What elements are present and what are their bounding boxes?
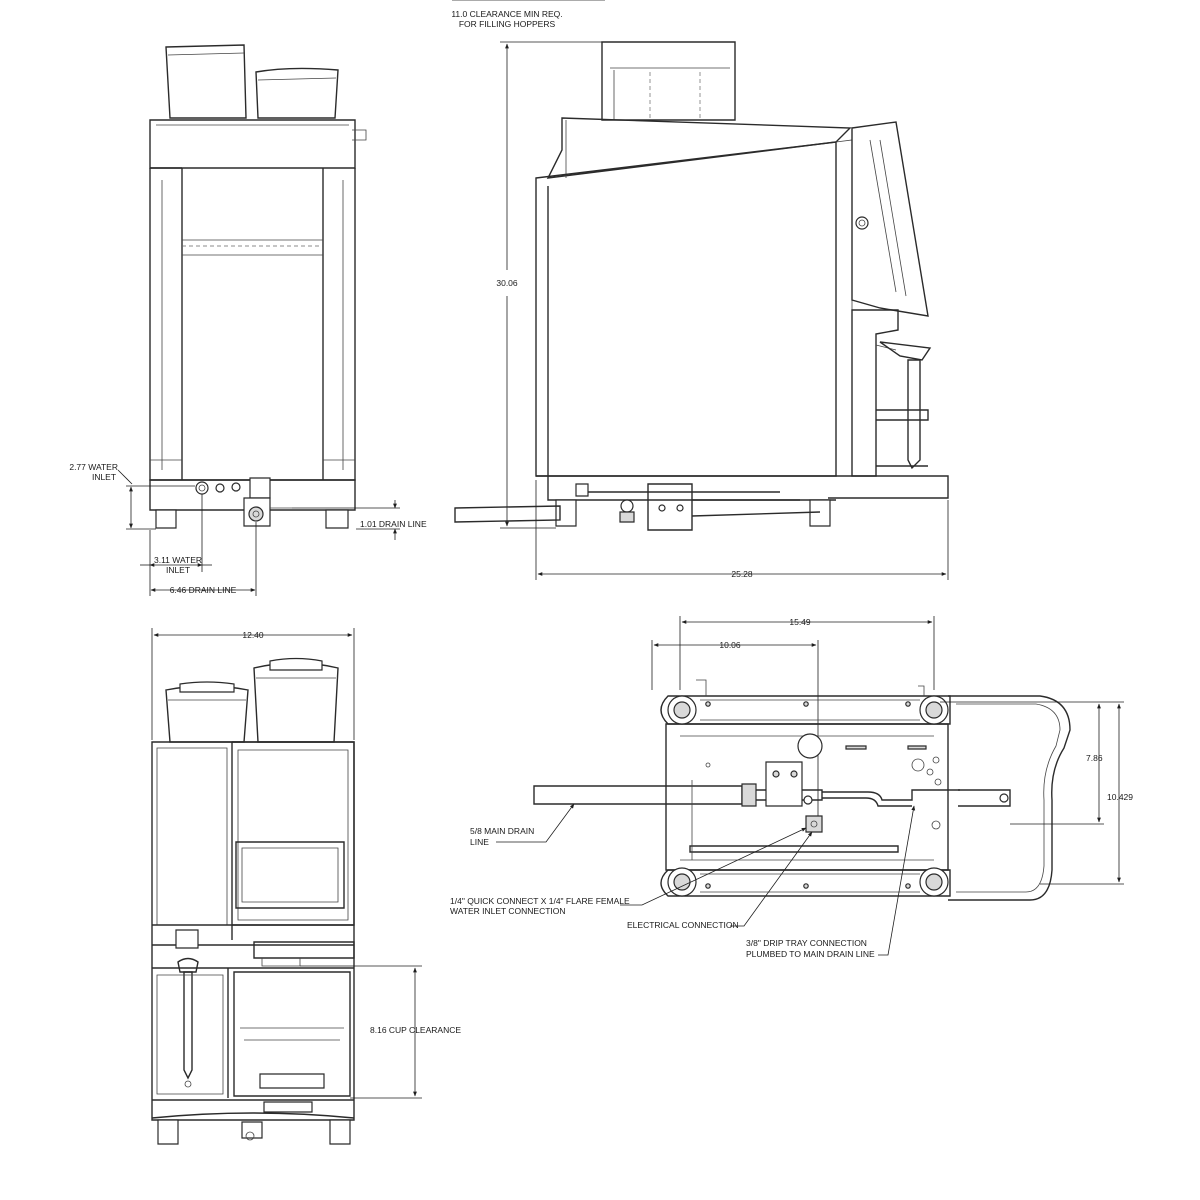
label-hopper-clearance-2: FOR FILLING HOPPERS [459, 19, 556, 29]
label-main-drain-line-1: 5/8 MAIN DRAIN [470, 826, 534, 836]
dim-cup-clearance: 8.16 CUP CLEARANCE [300, 965, 461, 1099]
side-view-right: 11.0 CLEARANCE MIN REQ. FOR FILLING HOPP… [451, 0, 949, 531]
callout-main-drain-line: 5/8 MAIN DRAIN LINE [470, 803, 575, 847]
label-water-inlet-connection-1: 1/4" QUICK CONNECT X 1/4" FLARE FEMALE [450, 896, 630, 906]
top-view: 15.49 10.06 [533, 616, 1071, 901]
label-dim-10-429: 10.429 [1107, 792, 1133, 802]
dim-top-right: 7.86 10.429 [940, 701, 1133, 885]
label-hopper-clearance-1: 11.0 CLEARANCE MIN REQ. [451, 9, 562, 19]
callout-water-inlet-connection: 1/4" QUICK CONNECT X 1/4" FLARE FEMALE W… [450, 827, 807, 916]
label-water-inlet-connection-2: WATER INLET CONNECTION [450, 906, 566, 916]
callout-drip-tray-connection: 3/8" DRIP TRAY CONNECTION PLUMBED TO MAI… [746, 805, 916, 959]
label-drain-line-offset: 6.46 DRAIN LINE [170, 585, 237, 595]
label-dim-7-86: 7.86 [1086, 753, 1103, 763]
dim-water-inlet-height: 2.77 WATER INLET [69, 462, 195, 530]
label-cup-clearance: 8.16 CUP CLEARANCE [370, 1025, 461, 1035]
label-overall-height: 30.06 [496, 278, 518, 288]
dim-drain-line-offset: 6.46 DRAIN LINE [150, 522, 257, 596]
dim-drain-line-height: 1.01 DRAIN LINE [292, 500, 427, 540]
label-drip-tray-connection-2: PLUMBED TO MAIN DRAIN LINE [746, 949, 875, 959]
label-overall-depth: 25.28 [731, 569, 753, 579]
label-water-inlet-offset-1: 3.11 WATER [154, 555, 202, 565]
label-overall-width: 12.40 [242, 630, 264, 640]
label-drain-line-height: 1.01 DRAIN LINE [360, 519, 427, 529]
side-view-left [149, 44, 367, 529]
label-water-inlet-height-2: INLET [92, 472, 116, 482]
label-drip-tray-connection-1: 3/8" DRIP TRAY CONNECTION [746, 938, 867, 948]
front-view: 12.40 [151, 628, 355, 1145]
label-water-inlet-height-1: 2.77 WATER [69, 462, 118, 472]
label-electrical-connection: ELECTRICAL CONNECTION [627, 920, 739, 930]
label-water-inlet-offset-2: INLET [166, 565, 190, 575]
dim-overall-height: 30.06 [496, 41, 602, 529]
label-dim-10-06: 10.06 [719, 640, 741, 650]
dim-overall-depth: 25.28 [535, 480, 949, 580]
label-main-drain-line-2: LINE [470, 837, 489, 847]
label-dim-15-49: 15.49 [789, 617, 811, 627]
dim-water-inlet-offset: 3.11 WATER INLET [140, 494, 212, 596]
callout-electrical-connection: ELECTRICAL CONNECTION [627, 831, 813, 930]
